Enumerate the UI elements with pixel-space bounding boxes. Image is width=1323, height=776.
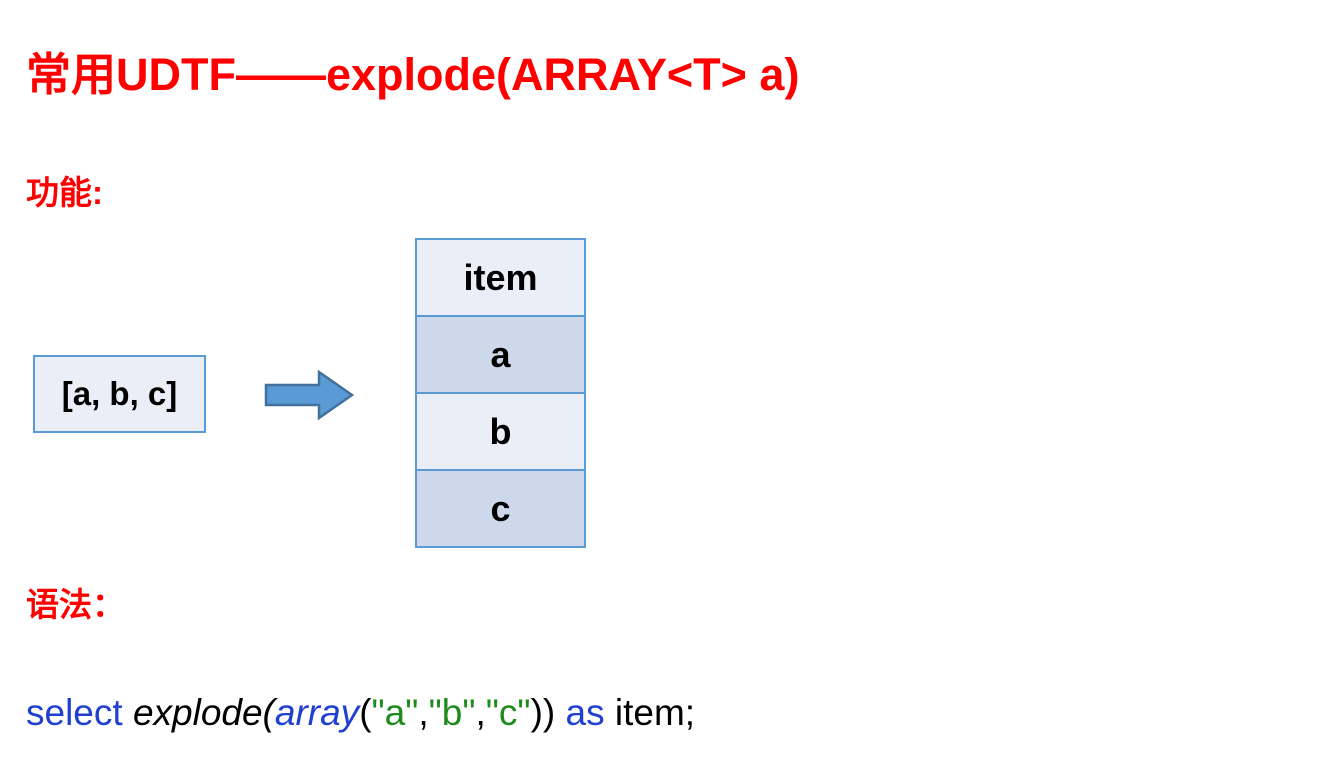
table-row: a bbox=[417, 315, 584, 392]
code-token: "b" bbox=[428, 692, 476, 733]
syntax-section-label: 语法： bbox=[26, 586, 125, 623]
code-token: , bbox=[475, 692, 486, 733]
code-token: item; bbox=[614, 692, 696, 733]
code-token: "a" bbox=[371, 692, 419, 733]
code-token: , bbox=[418, 692, 429, 733]
array-input-box: [a, b, c] bbox=[33, 355, 206, 433]
right-arrow-icon-svg bbox=[264, 369, 355, 421]
code-token: as bbox=[555, 692, 615, 733]
code-token: select bbox=[26, 692, 133, 733]
page-title: 常用UDTF——explode(ARRAY<T> a) bbox=[26, 49, 800, 100]
table-row: b bbox=[417, 392, 584, 469]
table-row: c bbox=[417, 469, 584, 546]
exploded-result-table: item a b c bbox=[415, 238, 586, 548]
code-token: explode( bbox=[132, 692, 275, 733]
code-token: array bbox=[274, 692, 360, 733]
code-token: "c" bbox=[485, 692, 531, 733]
right-arrow-icon bbox=[264, 369, 355, 421]
table-header-cell: item bbox=[417, 240, 584, 315]
function-section-label: 功能: bbox=[26, 174, 103, 211]
code-token: ( bbox=[359, 692, 372, 733]
array-input-label: [a, b, c] bbox=[61, 375, 178, 412]
code-line: select explode(array("a","b","c")) as it… bbox=[26, 692, 695, 734]
code-token: )) bbox=[530, 692, 556, 733]
